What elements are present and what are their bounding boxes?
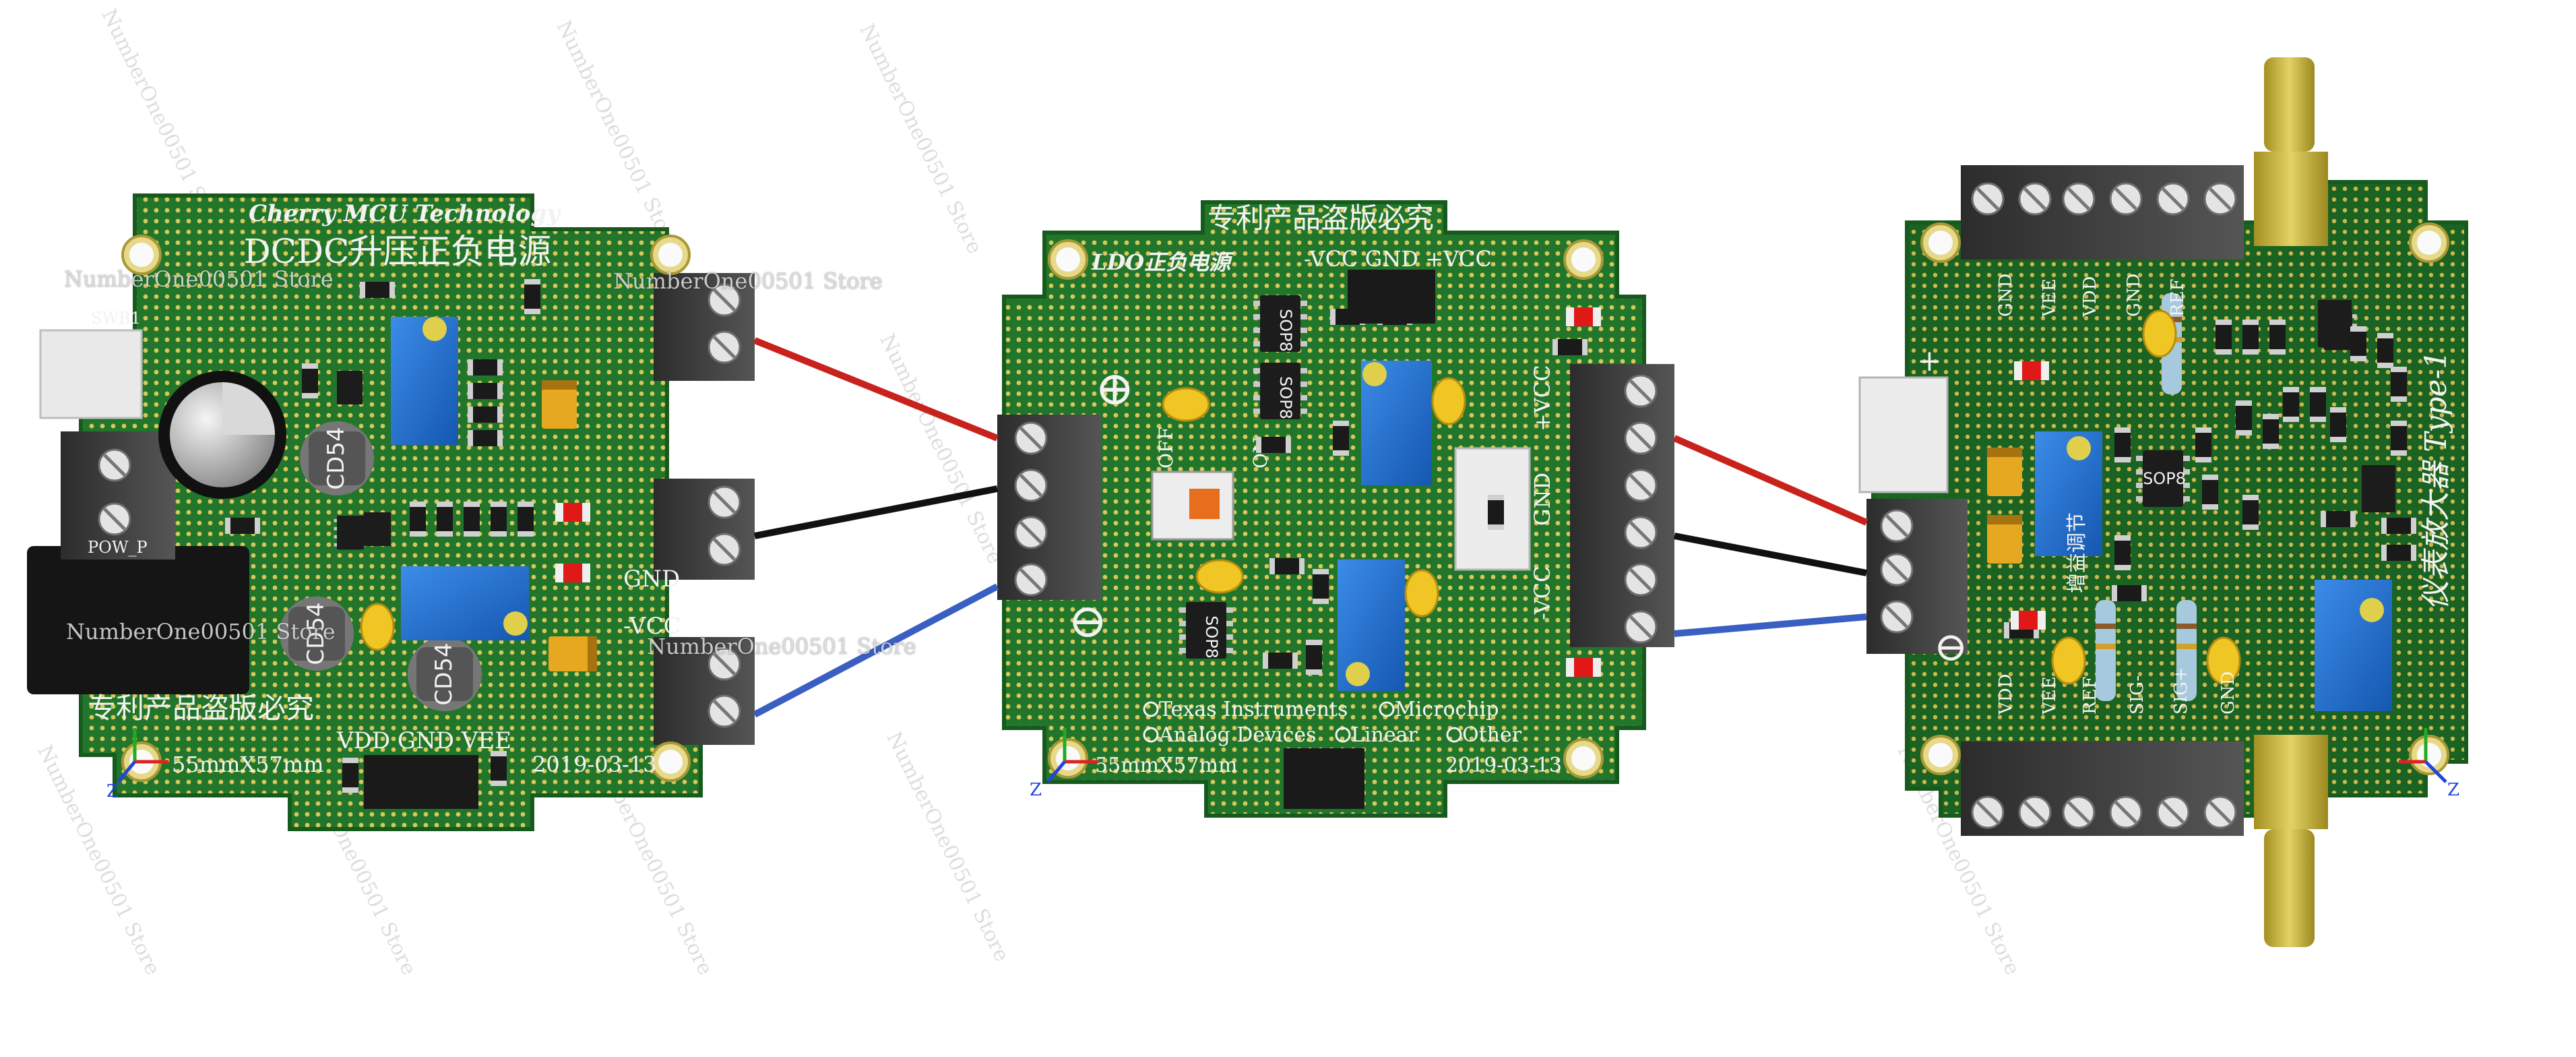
date-label: 2019-03-13 — [532, 752, 657, 777]
wires-left-to-mid — [753, 337, 999, 718]
terminal-block[interactable] — [1570, 364, 1674, 647]
board-mid: OFF ON SOP8 SOP8 SOP8 专利产品盗版必究 LDO正负 — [997, 200, 1674, 818]
sma-connector[interactable] — [2254, 57, 2328, 246]
minus-icon: ⊖ — [1934, 624, 1968, 671]
svg-text:GND: GND — [2124, 274, 2144, 317]
minus-icon: ⊖ — [1068, 593, 1108, 648]
patent-label: 专利产品盗版必究 — [88, 692, 314, 725]
inductor: CD54 — [408, 637, 482, 711]
chip-label: SOP8 — [2143, 469, 2186, 488]
svg-text:SIG-: SIG- — [2127, 675, 2147, 715]
chip-label: SOP8 — [1202, 615, 1221, 659]
pin-header[interactable] — [364, 755, 478, 809]
size-label: 55mmX57mm — [1095, 754, 1238, 777]
svg-text:Z: Z — [2447, 780, 2459, 800]
svg-text:GND: GND — [1996, 274, 2016, 317]
plus-label: + — [1917, 344, 1942, 378]
pin-header[interactable] — [1348, 270, 1435, 324]
switch-connector[interactable] — [39, 329, 143, 419]
svg-text:Linear: Linear — [1351, 723, 1418, 747]
resistor — [2096, 600, 2116, 701]
svg-text:SIG+: SIG+ — [2171, 667, 2191, 715]
pin-header[interactable] — [1284, 748, 1364, 809]
svg-text:GND: GND — [1530, 473, 1555, 526]
axis-gizmo: Z — [2399, 728, 2459, 800]
watermark: NumberOne00501 Store — [64, 266, 334, 292]
terminal-block[interactable] — [997, 415, 1102, 600]
power-label: POW_P — [88, 538, 148, 557]
svg-text:Analog Devices: Analog Devices — [1158, 723, 1317, 747]
brand-label: Cherry MCU Technology — [249, 200, 561, 227]
svg-text:REF: REF — [2080, 676, 2100, 715]
svg-text:VDD: VDD — [1996, 674, 2016, 715]
axis-gizmo: Z — [1030, 728, 1098, 800]
header-label: -VCC GND +VCC — [1304, 246, 1492, 272]
plus-icon: ⊕ — [1095, 361, 1135, 416]
svg-text:CD54: CD54 — [323, 427, 350, 489]
svg-text:Z: Z — [106, 781, 119, 802]
bottom-pin-labels: VDD VEE REF SIG- SIG+ GND — [1996, 667, 2238, 715]
svg-text:VDD: VDD — [2080, 276, 2100, 318]
svg-text:Other: Other — [1462, 723, 1522, 747]
size-label: 55mmX57mm — [172, 752, 324, 777]
svg-text:VEE: VEE — [2040, 278, 2060, 318]
svg-text:Microchip: Microchip — [1395, 698, 1499, 721]
board-title: DCDC升压正负电源 — [244, 232, 552, 271]
patent-label: 专利产品盗版必究 — [1207, 202, 1434, 235]
watermark: NumberOne00501 Store — [613, 268, 883, 294]
date-label: 2019-03-13 — [1445, 754, 1562, 777]
top-pin-labels: GND VEE VDD GND REF — [1996, 274, 2188, 318]
axis-gizmo: Z — [106, 728, 168, 802]
out-gnd-label: GND — [623, 566, 680, 593]
sma-connector[interactable] — [2254, 735, 2328, 947]
chip-label: SOP8 — [1276, 309, 1295, 352]
terminal-block[interactable] — [654, 479, 755, 580]
chip-label: SOP8 — [1276, 376, 1295, 419]
board-right: SOP8 — [1858, 57, 2468, 947]
resistor — [2176, 600, 2197, 701]
trimmer-potentiometer[interactable] — [391, 317, 458, 445]
svg-text:CD54: CD54 — [431, 642, 458, 705]
out-minus-label: -VCC — [623, 613, 681, 640]
board-left: CD54 CD54 CD54 — [27, 193, 755, 831]
vendor-list: Texas Instruments Microchip Analog Devic… — [1143, 698, 1522, 747]
svg-text:OFF: OFF — [1155, 427, 1177, 469]
electrolytic-capacitor — [158, 371, 286, 499]
terminal-block[interactable] — [1961, 742, 2244, 836]
svg-text:+VCC: +VCC — [1530, 365, 1555, 431]
svg-text:GND: GND — [2218, 671, 2238, 715]
watermark: NumberOne00501 Store — [66, 619, 336, 644]
header-label: VDD GND VEE — [336, 727, 511, 754]
trimmer-potentiometer[interactable] — [2315, 580, 2392, 711]
watermark: NumberOne00501 Store — [647, 634, 916, 659]
wires-mid-to-right — [1672, 435, 1868, 637]
jst-connector[interactable] — [1454, 447, 1531, 571]
board-title: LDO正负电源 — [1091, 249, 1234, 275]
svg-text:-VCC: -VCC — [1530, 566, 1555, 620]
svg-text:REF: REF — [2168, 278, 2188, 317]
jst-connector[interactable] — [1858, 376, 1949, 493]
svg-text:Z: Z — [1030, 780, 1042, 800]
board-title: 仪表放大器 Type-1 — [2419, 351, 2453, 610]
dc-jack[interactable] — [27, 546, 249, 694]
svg-text:VEE: VEE — [2040, 676, 2060, 715]
gain-label: 增益调节 — [2065, 512, 2089, 593]
switch-label: SWB1 — [91, 309, 141, 328]
svg-text:Texas Instruments: Texas Instruments — [1159, 698, 1348, 721]
svg-text:CD54: CD54 — [303, 602, 329, 665]
terminal-block[interactable] — [1961, 165, 2244, 260]
inductor: CD54 — [280, 597, 354, 671]
inductor: CD54 — [300, 421, 374, 495]
